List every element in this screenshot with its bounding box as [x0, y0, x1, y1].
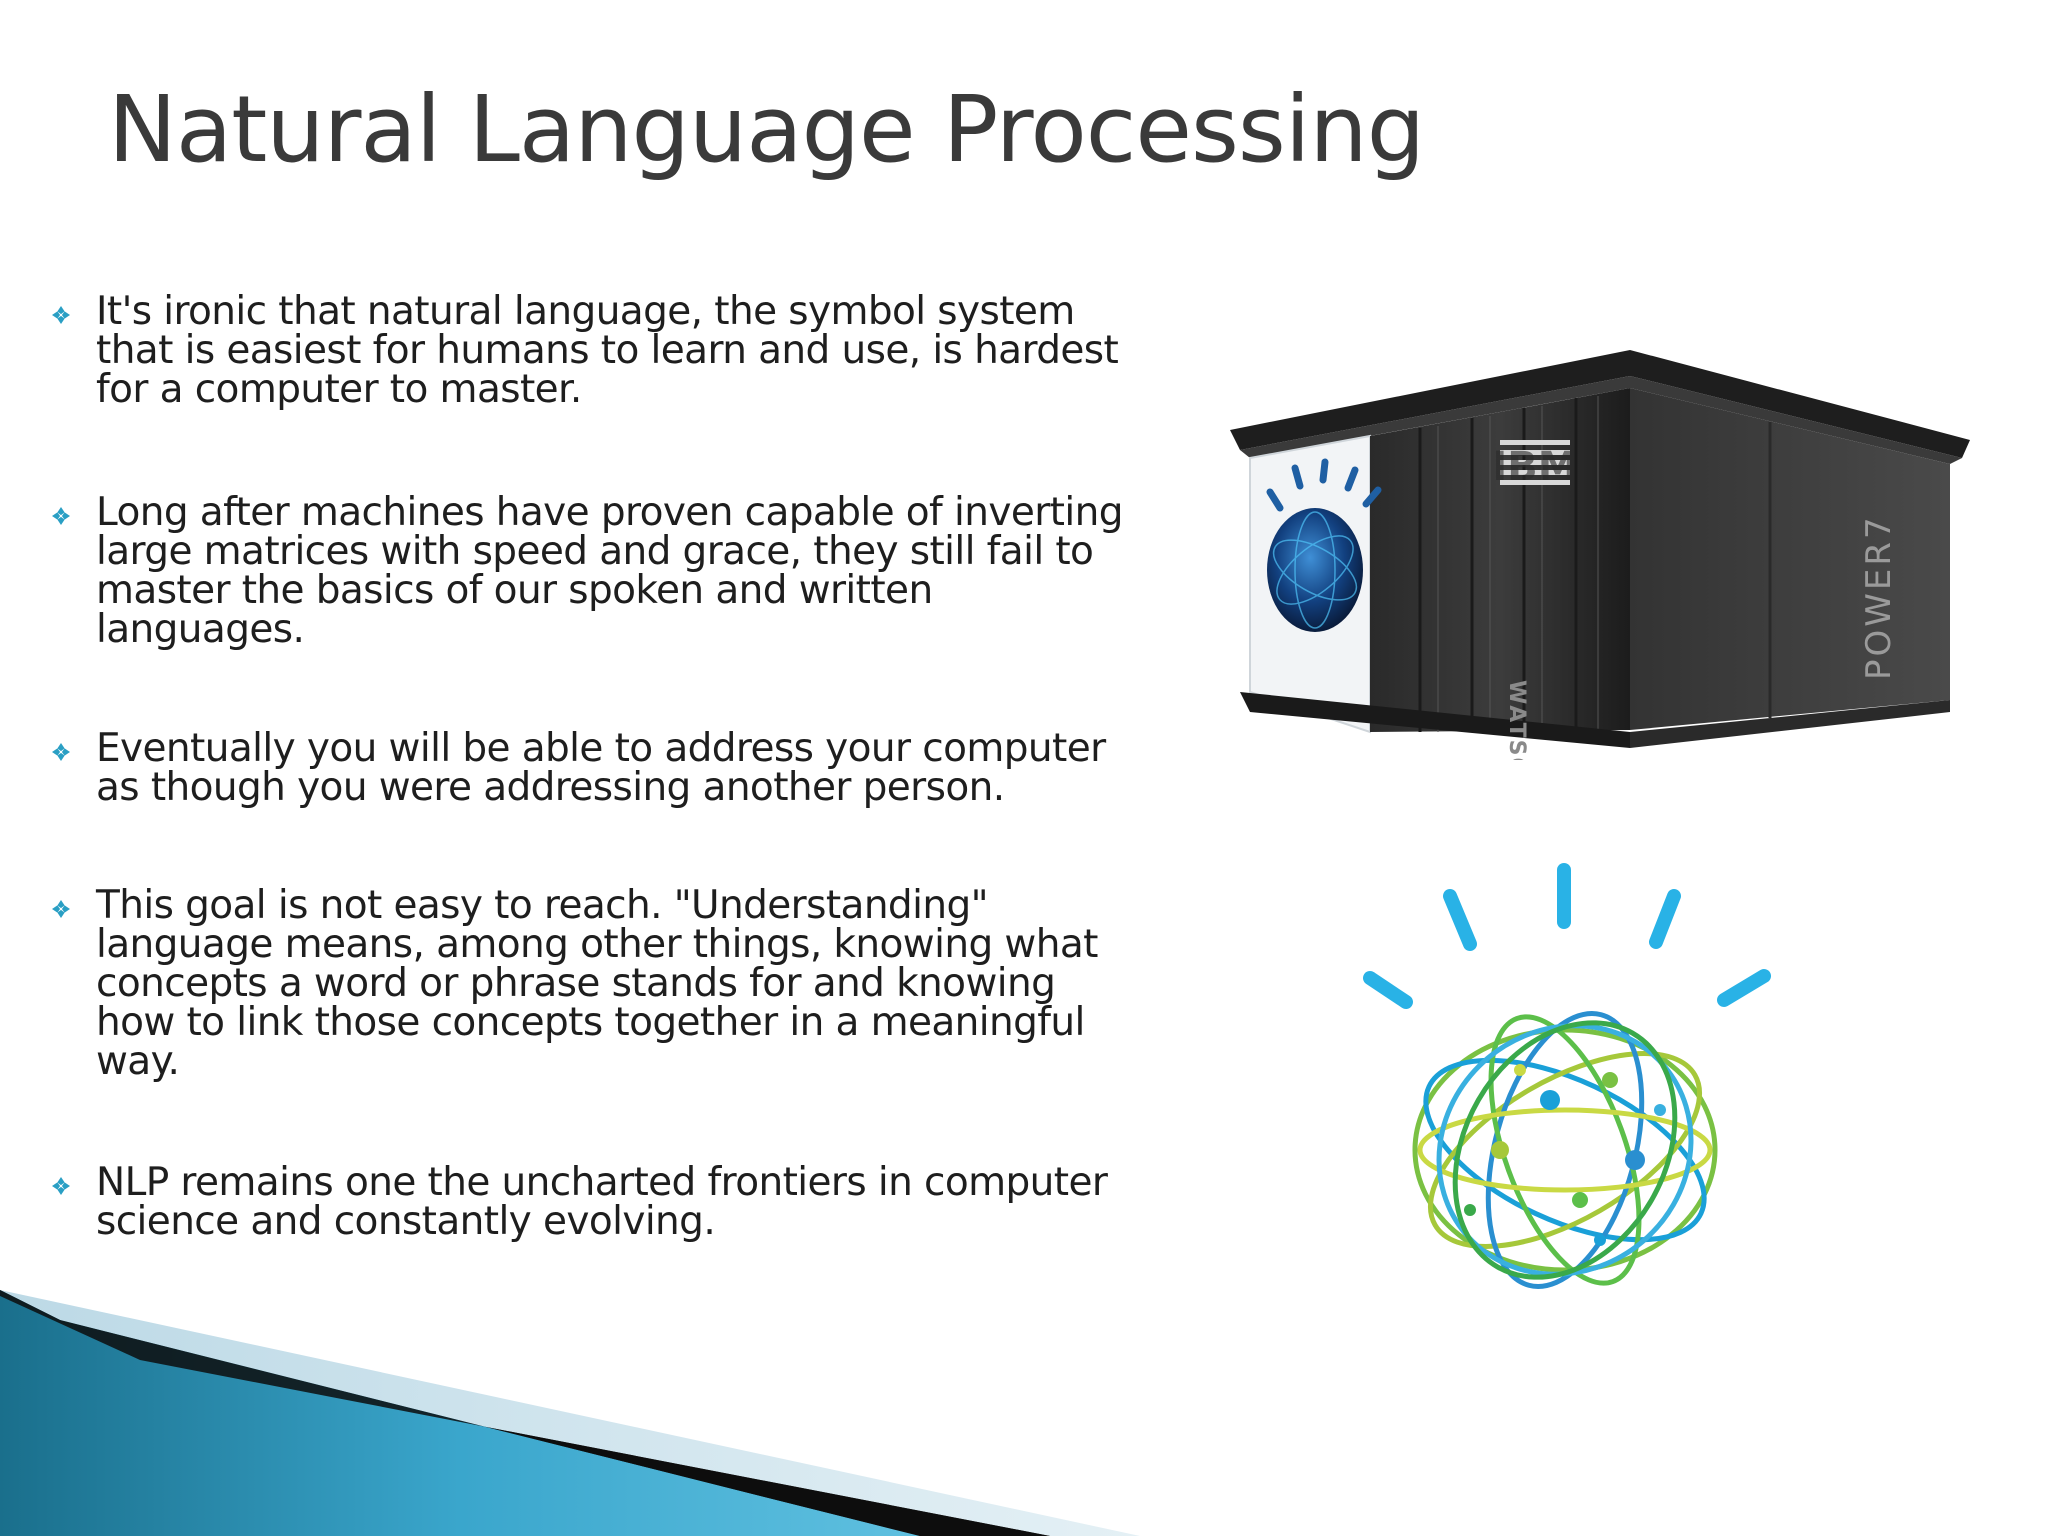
- footer-decoration: [0, 1290, 1140, 1536]
- bullet-item: NLP remains one the uncharted frontiers …: [52, 1163, 1132, 1241]
- bullet-item: This goal is not easy to reach. "Underst…: [52, 886, 1132, 1081]
- bullet-text: Long after machines have proven capable …: [96, 490, 1123, 652]
- diamond-bullet-icon: [52, 306, 70, 324]
- ibm-label: IBM: [1492, 444, 1577, 490]
- bullet-list: It's ironic that natural language, the s…: [52, 292, 1132, 1241]
- bullet-text: NLP remains one the uncharted frontiers …: [96, 1160, 1108, 1244]
- power7-label: POWER7: [1859, 514, 1899, 680]
- bullet-text: Eventually you will be able to address y…: [96, 726, 1106, 810]
- bullet-item: Eventually you will be able to address y…: [52, 729, 1132, 807]
- watson-orb-icon: [1267, 508, 1363, 632]
- bullet-item: It's ironic that natural language, the s…: [52, 292, 1132, 409]
- diamond-bullet-icon: [52, 900, 70, 918]
- diamond-bullet-icon: [52, 507, 70, 525]
- watson-globe-logo-image: [1363, 863, 1771, 1289]
- watson-server-image: IBM WATSON POWER7: [1230, 350, 1970, 760]
- bullet-item: Long after machines have proven capable …: [52, 493, 1132, 649]
- bullet-text: It's ironic that natural language, the s…: [96, 289, 1119, 412]
- watson-label: WATSON: [1504, 680, 1529, 760]
- bullet-text: This goal is not easy to reach. "Underst…: [96, 883, 1098, 1084]
- diamond-bullet-icon: [52, 1177, 70, 1195]
- diamond-bullet-icon: [52, 743, 70, 761]
- slide-title: Natural Language Processing: [108, 76, 1425, 183]
